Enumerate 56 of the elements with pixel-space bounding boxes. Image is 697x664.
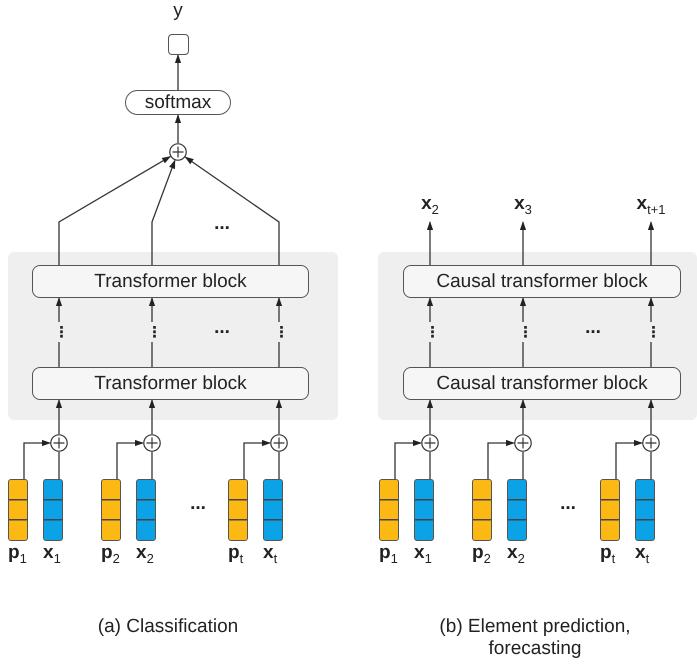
vector-label: x$_{t}$ bbox=[635, 542, 650, 563]
arrow bbox=[648, 399, 654, 434]
transformer-block: Transformer block bbox=[32, 367, 309, 400]
arrow bbox=[116, 440, 144, 479]
output-label: x$_{3}$ bbox=[514, 192, 532, 219]
arrow bbox=[276, 399, 282, 434]
output-label: x$_{2}$ bbox=[421, 192, 439, 219]
layer-stack-panel bbox=[8, 252, 338, 420]
arrow bbox=[23, 440, 51, 479]
arrow bbox=[394, 440, 422, 479]
arrow bbox=[276, 297, 282, 367]
vector-label: p$_{t}$ bbox=[228, 542, 244, 563]
arrow bbox=[148, 297, 156, 367]
arrow bbox=[148, 399, 156, 434]
transformer-block: Transformer block bbox=[32, 265, 309, 298]
arrow bbox=[58, 156, 172, 265]
vector-label: x$_{1}$ bbox=[43, 542, 61, 563]
arrow bbox=[648, 221, 654, 265]
ellipsis: ... bbox=[189, 496, 207, 512]
softmax-box: softmax bbox=[125, 90, 231, 115]
vector-label: x$_{2}$ bbox=[507, 542, 525, 563]
arrow bbox=[520, 297, 526, 367]
arrow bbox=[648, 297, 654, 367]
transformer-block: Causal transformer block bbox=[403, 265, 681, 298]
ellipsis: ... bbox=[559, 496, 577, 512]
arrow bbox=[487, 440, 515, 479]
ellipsis: ... bbox=[213, 320, 231, 336]
vector-label: p$_{1}$ bbox=[8, 542, 27, 563]
arrow bbox=[426, 221, 434, 265]
arrow bbox=[615, 440, 643, 479]
layer-stack-panel bbox=[378, 252, 697, 420]
output-label: x$_{t+1}$ bbox=[636, 192, 666, 219]
vector-label: p$_{2}$ bbox=[101, 542, 120, 563]
vector-label: p$_{1}$ bbox=[379, 542, 398, 563]
arrow bbox=[56, 399, 62, 434]
arrow bbox=[426, 297, 434, 367]
panel-caption: (b) Element prediction, forecasting bbox=[438, 616, 632, 660]
arrow bbox=[151, 160, 176, 265]
vector-label: x$_{1}$ bbox=[414, 542, 432, 563]
arrow bbox=[520, 399, 526, 434]
ellipsis: ... bbox=[584, 320, 602, 336]
vector-label: p$_{t}$ bbox=[600, 542, 616, 563]
output-label: y bbox=[173, 0, 183, 22]
vector-label: p$_{2}$ bbox=[472, 542, 491, 563]
arrow bbox=[174, 114, 182, 143]
arrow bbox=[426, 399, 434, 434]
transformer-block: Causal transformer block bbox=[403, 367, 681, 400]
arrow bbox=[184, 156, 280, 265]
panel-caption: (a) Classification bbox=[96, 616, 240, 638]
vector-label: x$_{t}$ bbox=[263, 542, 278, 563]
vector-label: x$_{2}$ bbox=[136, 542, 154, 563]
arrow bbox=[520, 221, 526, 265]
arrow bbox=[243, 440, 271, 479]
arrow bbox=[56, 297, 62, 367]
ellipsis: ... bbox=[213, 216, 231, 232]
arrow bbox=[174, 54, 182, 90]
